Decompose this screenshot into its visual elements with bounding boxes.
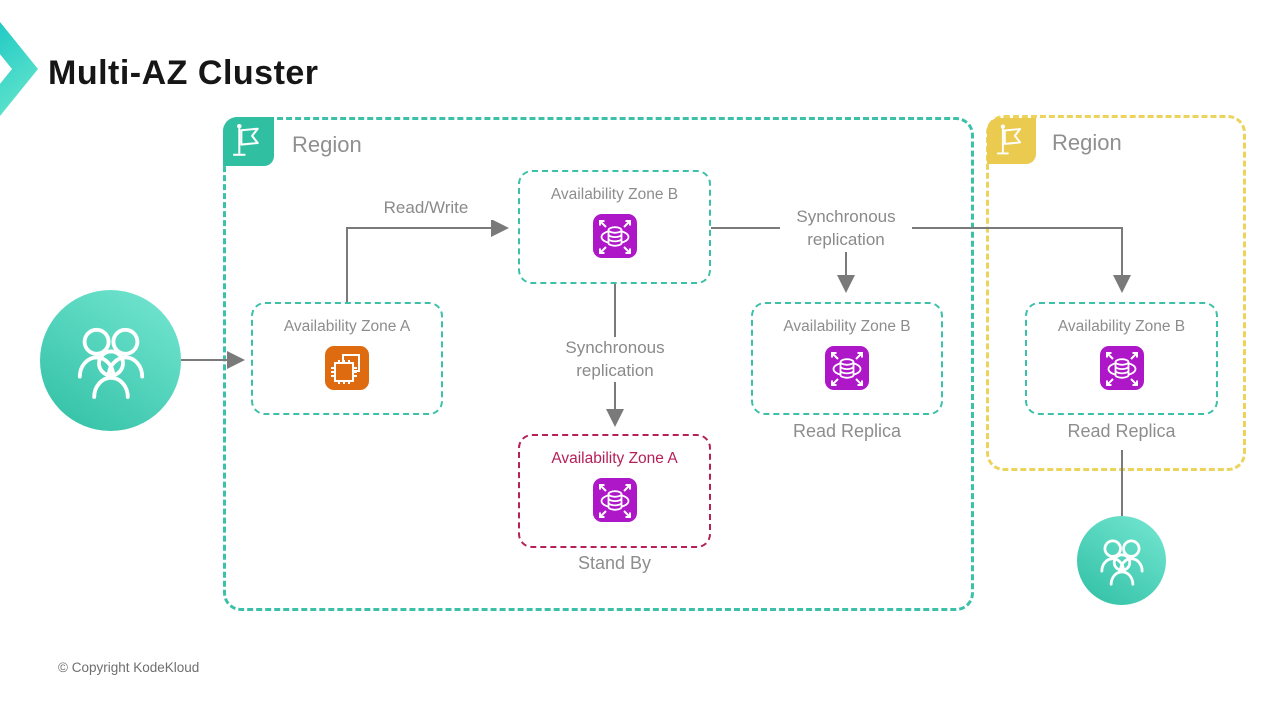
users-group-left xyxy=(40,290,181,431)
rds-database-icon xyxy=(825,346,869,390)
page-title: Multi-AZ Cluster xyxy=(48,54,319,92)
region-primary-label: Region xyxy=(292,132,362,157)
az-box-b-replica-primary: Availability Zone B xyxy=(751,302,943,415)
region-secondary-flag-badge xyxy=(987,118,1036,164)
users-icon xyxy=(77,327,144,399)
az-label: Availability Zone B xyxy=(783,318,911,335)
read-write-label: Read/Write xyxy=(356,197,496,220)
region-primary-flag-badge xyxy=(223,117,274,166)
read-replica-label: Read Replica xyxy=(1067,421,1176,441)
rds-database-icon xyxy=(1099,346,1144,390)
region-secondary-box xyxy=(986,115,1246,471)
az-label: Availability Zone B xyxy=(1057,318,1186,335)
az-box-b-replica-secondary: Availability Zone B xyxy=(1025,302,1218,415)
sync-replication-label-down: Synchronous replication xyxy=(552,337,678,383)
brand-chevron-icon xyxy=(0,22,38,116)
az-box-a-standby: Availability Zone A xyxy=(518,434,711,548)
region-secondary-label: Region xyxy=(1052,130,1122,155)
rds-database-icon xyxy=(592,214,637,258)
sync-replication-label-right: Synchronous replication xyxy=(780,206,912,252)
standby-label: Stand By xyxy=(577,553,652,573)
rds-database-icon xyxy=(592,478,637,522)
copyright-text: © Copyright KodeKloud xyxy=(58,660,200,675)
az-box-b-writer: Availability Zone B xyxy=(518,170,711,284)
read-replica-label: Read Replica xyxy=(792,421,902,441)
users-icon xyxy=(1099,538,1144,586)
az-label: Availability Zone B xyxy=(550,186,679,203)
region-primary-box xyxy=(223,117,974,611)
flag-icon xyxy=(997,124,1022,155)
az-label: Availability Zone A xyxy=(283,318,411,335)
flag-icon xyxy=(233,123,259,156)
az-label: Availability Zone A xyxy=(551,450,678,467)
users-group-bottom-right xyxy=(1077,516,1166,605)
az-box-a-primary: Availability Zone A xyxy=(251,302,443,415)
ec2-instance-icon xyxy=(325,346,369,390)
